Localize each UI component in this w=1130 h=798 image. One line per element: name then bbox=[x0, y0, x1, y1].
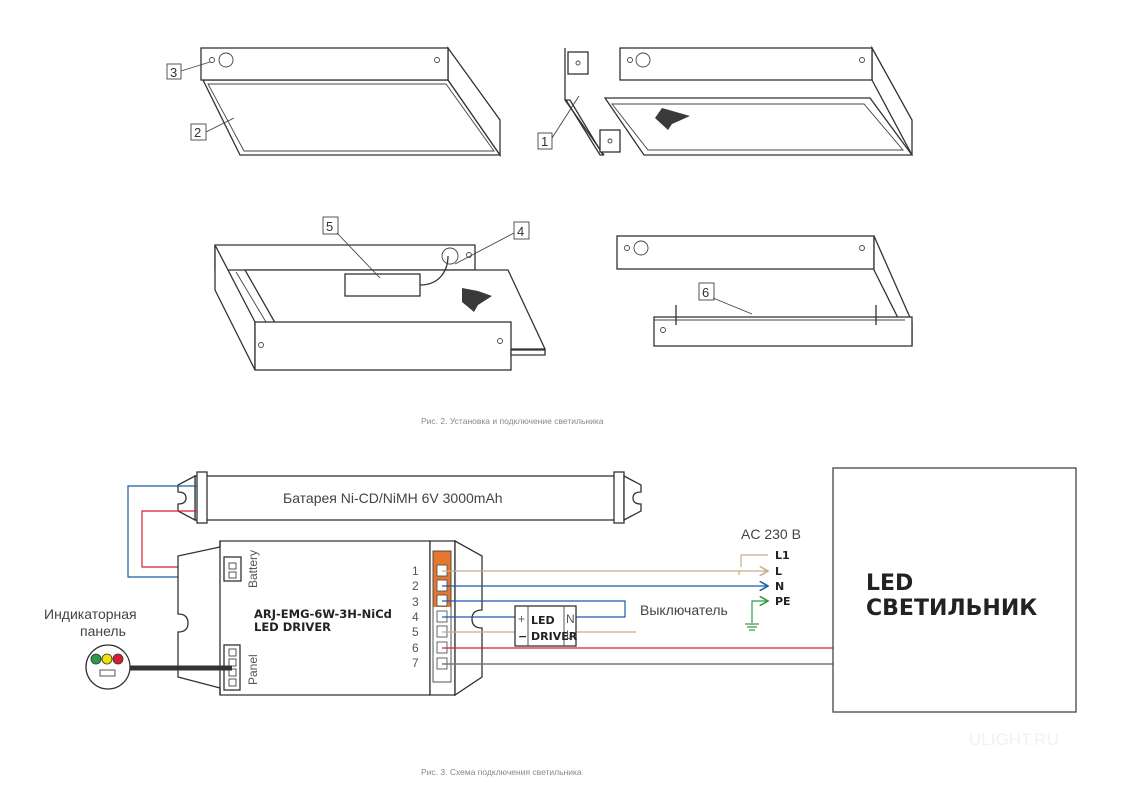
callout-6: 6 bbox=[698, 282, 715, 301]
driver-model: ARJ-EMG-6W-3H-NiCd bbox=[254, 607, 392, 621]
svg-text:5: 5 bbox=[326, 219, 333, 234]
slide-arrow-icon bbox=[655, 108, 690, 130]
red-led-icon bbox=[112, 653, 124, 665]
luminaire-box: LED СВЕТИЛЬНИК bbox=[832, 467, 1077, 713]
svg-text:DRIVER: DRIVER bbox=[531, 630, 578, 643]
driver-module bbox=[344, 273, 421, 297]
svg-text:5: 5 bbox=[412, 625, 419, 639]
svg-text:N: N bbox=[775, 580, 784, 593]
panel-port-label: Panel bbox=[246, 654, 260, 685]
wiring bbox=[442, 554, 833, 665]
switch-label: Выключатель bbox=[640, 602, 728, 618]
svg-text:N: N bbox=[566, 612, 575, 626]
figure2-caption: Рис. 2. Установка и подключение светильн… bbox=[421, 416, 604, 426]
figure3-caption: Рис. 3. Схема подключения светильника bbox=[421, 767, 582, 777]
test-button-icon bbox=[99, 669, 116, 677]
step4-panel-drawing bbox=[616, 235, 913, 347]
supply-label: AC 230 B bbox=[741, 526, 801, 542]
watermark: ULIGHT.RU bbox=[969, 730, 1059, 749]
emergency-driver: Battery Panel ARJ-EMG-6W-3H-NiCd LED DRI… bbox=[177, 539, 483, 697]
svg-text:1: 1 bbox=[541, 134, 548, 149]
yellow-led-icon bbox=[101, 653, 113, 665]
svg-text:3: 3 bbox=[412, 595, 419, 609]
indicator-label-line2: панель bbox=[80, 623, 126, 639]
green-led-icon bbox=[90, 653, 102, 665]
svg-text:−: − bbox=[518, 630, 527, 643]
driver-type: LED DRIVER bbox=[254, 620, 331, 634]
sensor-icon bbox=[635, 52, 651, 68]
battery-label: Батарея Ni-CD/NiMH 6V 3000mAh bbox=[283, 490, 503, 506]
step1-panel-drawing bbox=[180, 45, 502, 158]
svg-text:6: 6 bbox=[702, 285, 709, 300]
svg-text:3: 3 bbox=[170, 65, 177, 80]
callout-5: 5 bbox=[322, 216, 339, 235]
indicator-panel: Индикаторная панель bbox=[44, 606, 232, 690]
callout-1: 1 bbox=[537, 132, 553, 150]
battery: Батарея Ni-CD/NiMH 6V 3000mAh bbox=[177, 471, 642, 524]
svg-text:2: 2 bbox=[412, 579, 419, 593]
step3-panel-drawing bbox=[214, 232, 547, 371]
svg-text:7: 7 bbox=[412, 656, 419, 670]
battery-port-label: Battery bbox=[246, 550, 260, 588]
step2-panel-drawing bbox=[551, 45, 914, 156]
svg-text:СВЕТИЛЬНИК: СВЕТИЛЬНИК bbox=[866, 596, 1037, 621]
slide-arrow-icon bbox=[462, 288, 492, 312]
sensor-icon bbox=[441, 247, 459, 265]
svg-text:LED: LED bbox=[531, 614, 555, 627]
svg-text:6: 6 bbox=[412, 641, 419, 655]
svg-text:L: L bbox=[775, 565, 782, 578]
sensor-icon bbox=[218, 52, 234, 68]
sensor-icon bbox=[633, 240, 649, 256]
supply-lines: L1 L N PE bbox=[775, 549, 791, 608]
indicator-label-line1: Индикаторная bbox=[44, 606, 137, 622]
led-driver-small: + − LED DRIVER N L bbox=[514, 605, 578, 647]
terminal-numbers: 1 2 3 4 5 6 7 bbox=[412, 564, 419, 670]
svg-text:4: 4 bbox=[517, 224, 524, 239]
callout-2: 2 bbox=[190, 123, 207, 141]
svg-text:L1: L1 bbox=[775, 549, 790, 562]
svg-text:LED: LED bbox=[866, 571, 913, 596]
svg-text:L: L bbox=[566, 628, 573, 642]
svg-text:1: 1 bbox=[412, 564, 419, 578]
svg-text:4: 4 bbox=[412, 610, 419, 624]
callout-4: 4 bbox=[513, 221, 530, 240]
svg-text:2: 2 bbox=[194, 125, 201, 140]
callout-3: 3 bbox=[166, 63, 182, 80]
svg-text:PE: PE bbox=[775, 595, 791, 608]
svg-text:+: + bbox=[518, 612, 525, 626]
